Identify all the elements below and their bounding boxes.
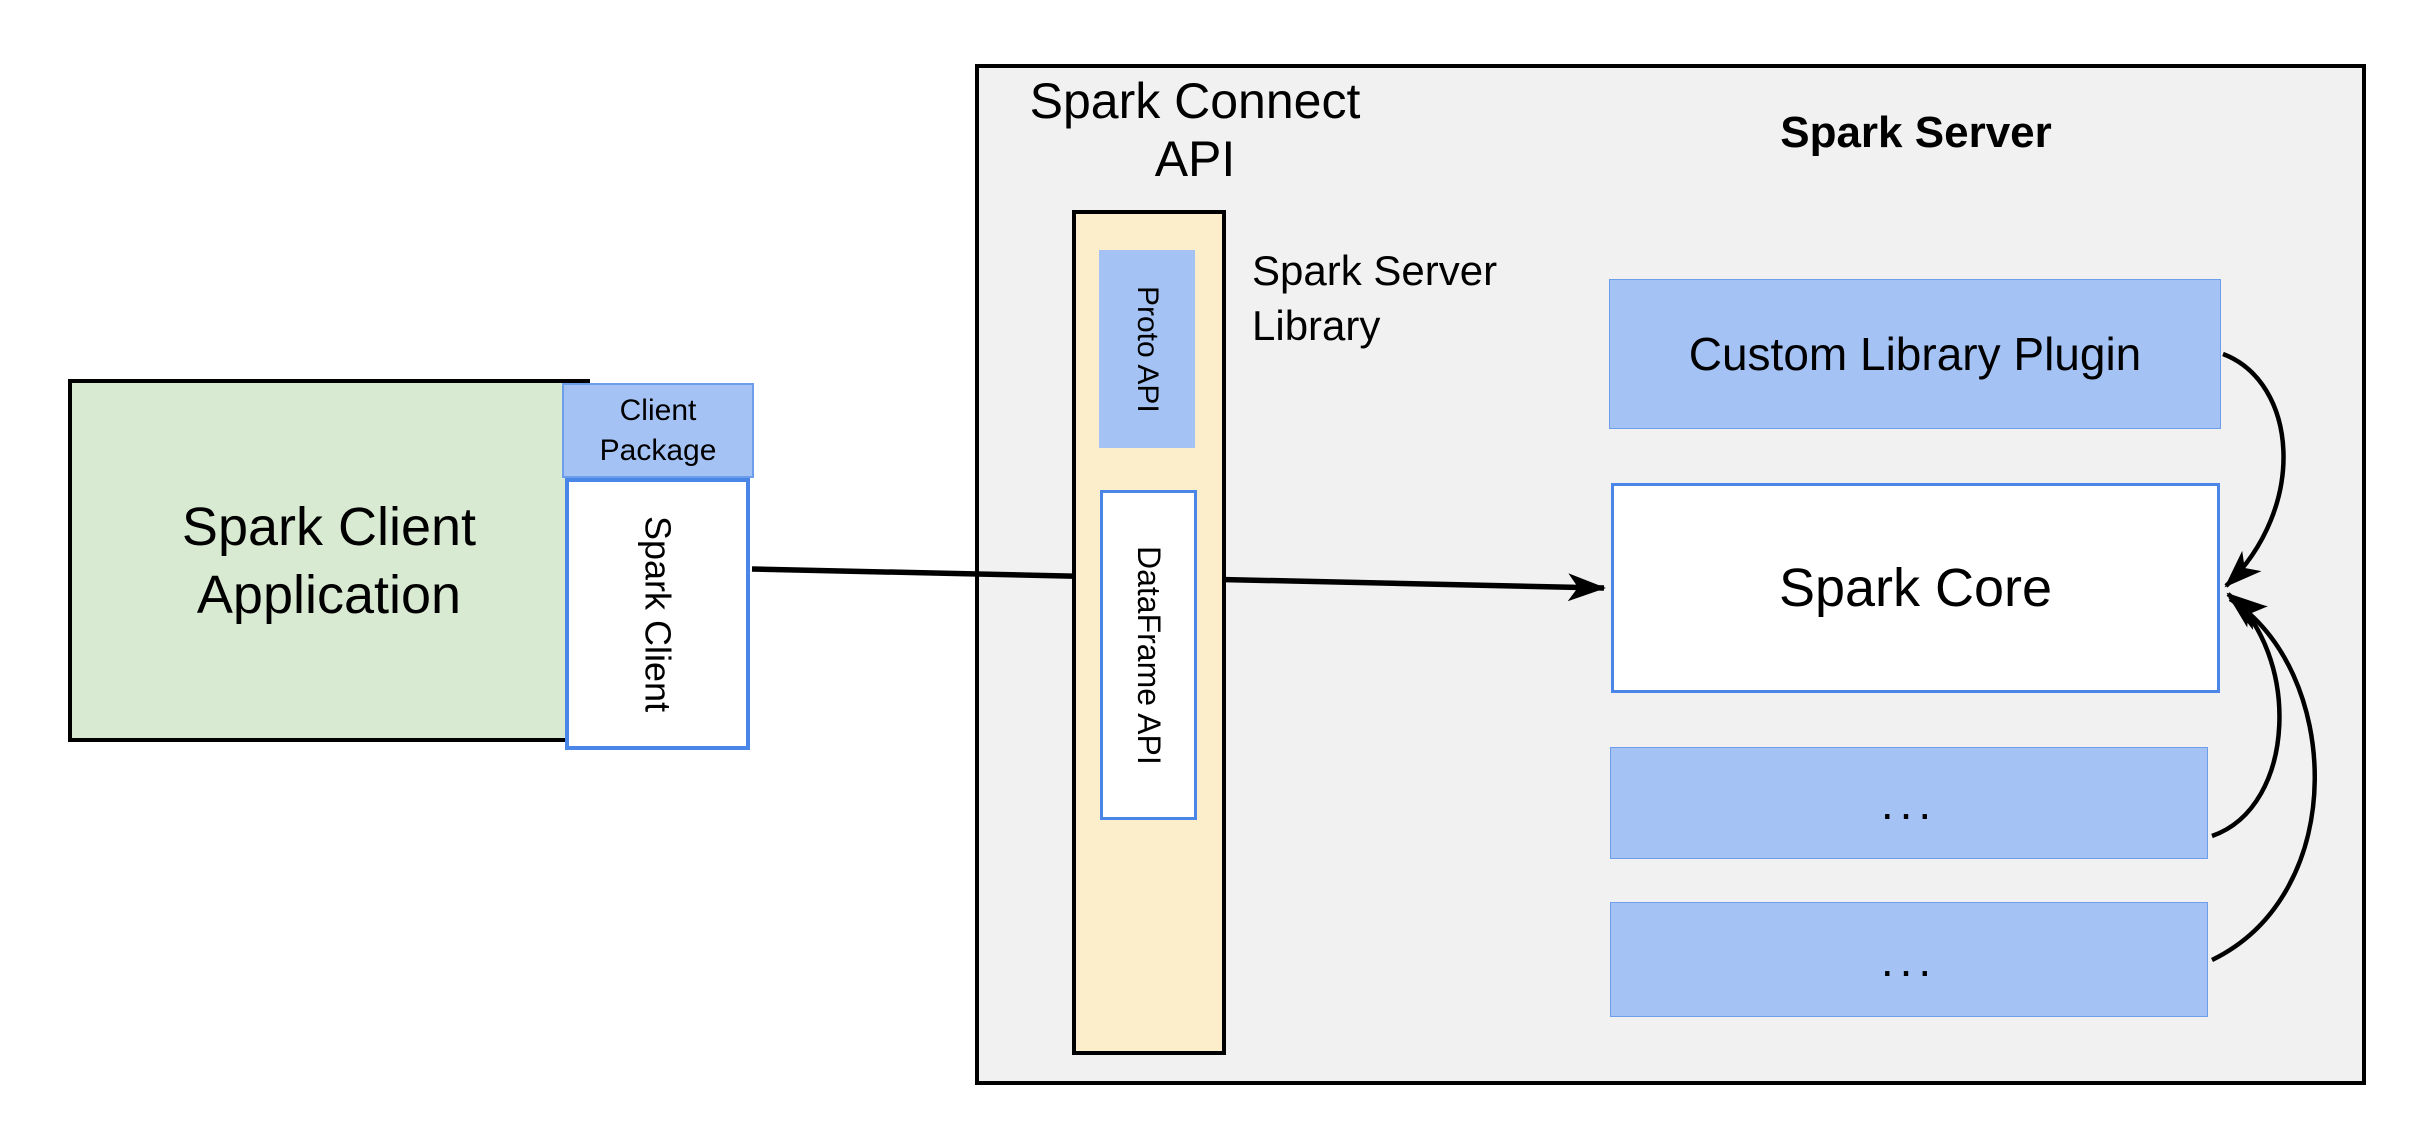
extension-box-1: ... <box>1610 747 2208 859</box>
custom-library-plugin-label: Custom Library Plugin <box>1688 328 2142 380</box>
spark-connect-api-title: Spark Connect API <box>1029 73 1361 187</box>
proto-api-box: Proto API <box>1099 250 1195 448</box>
proto-api-label: Proto API <box>1131 285 1164 413</box>
client-package-box: Client Package <box>562 383 754 478</box>
spark-client-application-label: Spark Client Application <box>181 496 477 625</box>
spark-client-application-box: Spark Client Application <box>68 379 590 742</box>
custom-library-plugin-box: Custom Library Plugin <box>1609 279 2221 429</box>
spark-client-box: Spark Client <box>565 478 750 750</box>
dataframe-api-box: DataFrame API <box>1100 490 1197 820</box>
dataframe-api-label: DataFrame API <box>1131 545 1167 765</box>
spark-core-label: Spark Core <box>1778 558 2053 618</box>
spark-core-box: Spark Core <box>1611 483 2220 693</box>
spark-server-library-label: Spark Server Library <box>1252 247 1498 349</box>
spark-client-label: Spark Client <box>637 515 679 713</box>
client-package-label: Client Package <box>599 393 717 467</box>
spark-server-title: Spark Server <box>1780 108 2052 157</box>
extension-box-2-label: ... <box>1880 933 1938 986</box>
extension-box-1-label: ... <box>1880 777 1938 829</box>
extension-box-2: ... <box>1610 902 2208 1017</box>
